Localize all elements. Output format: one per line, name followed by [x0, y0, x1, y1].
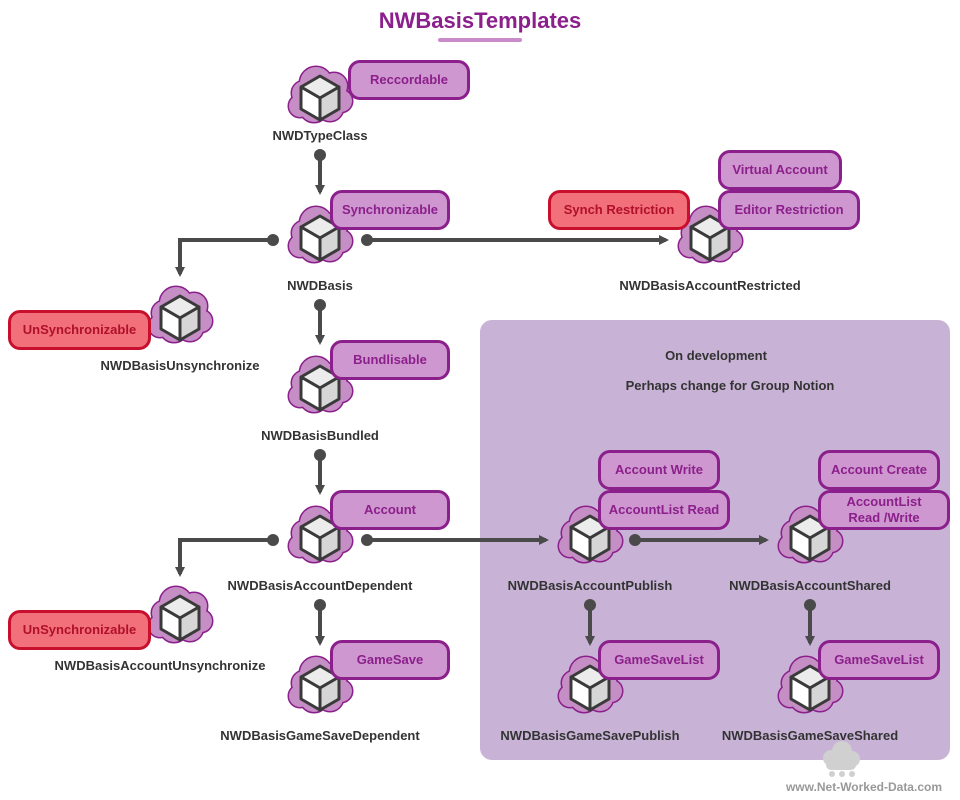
- logo-icon: [823, 741, 860, 777]
- node-label-basis: NWDBasis: [287, 278, 353, 293]
- footer-url: www.Net-Worked-Data.com: [785, 780, 942, 794]
- node-label-gamesave-shared: NWDBasisGameSaveShared: [721, 728, 899, 743]
- dot: [629, 534, 641, 546]
- dot: [584, 599, 596, 611]
- tag-gamesavelist-shared: GameSaveList: [818, 640, 940, 680]
- tag-virtual-account: Virtual Account: [718, 150, 842, 190]
- dot: [804, 599, 816, 611]
- dot: [361, 234, 373, 246]
- node-label-bundled: NWDBasisBundled: [261, 428, 379, 443]
- tag-gamesave: GameSave: [330, 640, 450, 680]
- tag-reccordable: Reccordable: [348, 60, 470, 100]
- tag-gamesavelist-publish: GameSaveList: [598, 640, 720, 680]
- tag-account: Account: [330, 490, 450, 530]
- connectors: [175, 152, 815, 646]
- node-icon-account-unsync: [147, 585, 214, 644]
- dot: [361, 534, 373, 546]
- title-underline: [438, 38, 522, 42]
- node-icon-typeclass: [287, 65, 354, 124]
- node-label-typeclass: NWDTypeClass: [272, 128, 368, 143]
- dot: [267, 534, 279, 546]
- node-icon-unsync: [147, 285, 214, 344]
- tag-synch-restriction: Synch Restriction: [548, 190, 690, 230]
- dot: [314, 449, 326, 461]
- connector-dots: [267, 149, 816, 611]
- arrow-basis-unsync: [175, 238, 273, 277]
- panel-line-1: On development: [665, 348, 767, 363]
- node-label-unsync: NWDBasisUnsynchronize: [100, 358, 260, 373]
- node-label-gamesave-dependent: NWDBasisGameSaveDependent: [220, 728, 420, 743]
- node-label-account-dependent: NWDBasisAccountDependent: [227, 578, 413, 593]
- dot: [314, 599, 326, 611]
- tag-unsynchronizable: UnSynchronizable: [8, 310, 151, 350]
- node-label-account-shared: NWDBasisAccountShared: [729, 578, 891, 593]
- dot: [314, 299, 326, 311]
- node-label-account-publish: NWDBasisAccountPublish: [507, 578, 673, 593]
- page-title: NWBasisTemplates: [378, 8, 582, 33]
- arrow-account-unsync: [175, 538, 273, 577]
- tag-accountlist-read: AccountList Read: [598, 490, 730, 530]
- dot: [314, 149, 326, 161]
- tag-accountlist-read-write: AccountList Read /Write: [818, 490, 950, 530]
- node-label-gamesave-publish: NWDBasisGameSavePublish: [500, 728, 680, 743]
- panel-line-2: Perhaps change for Group Notion: [625, 378, 835, 393]
- dot: [267, 234, 279, 246]
- tag-editor-restriction: Editor Restriction: [718, 190, 860, 230]
- node-label-account-unsync: NWDBasisAccountUnsynchronize: [54, 658, 266, 673]
- node-label-account-restricted: NWDBasisAccountRestricted: [619, 278, 801, 293]
- tag-account-create: Account Create: [818, 450, 940, 490]
- tag-unsynchronizable-2: UnSynchronizable: [8, 610, 151, 650]
- tag-bundlisable: Bundlisable: [330, 340, 450, 380]
- tag-account-write: Account Write: [598, 450, 720, 490]
- tag-synchronizable: Synchronizable: [330, 190, 450, 230]
